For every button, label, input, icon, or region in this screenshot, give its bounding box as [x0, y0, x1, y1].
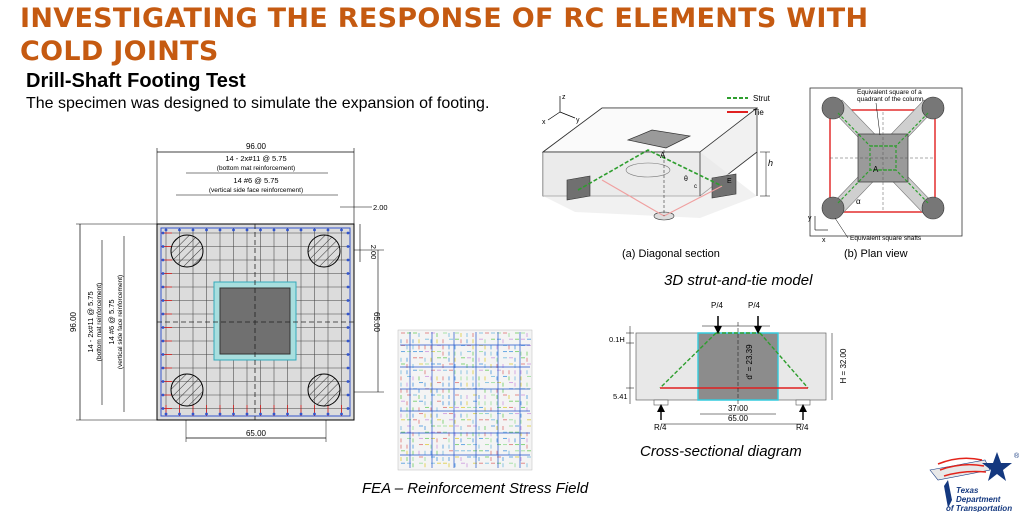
cs-strut-left — [659, 332, 717, 389]
load-left: P/4 — [711, 301, 724, 310]
drilled-shaft-bottom-right — [307, 373, 341, 407]
dim-edge: 2.00 — [373, 203, 388, 212]
left-label-bottom-mat: 14 - 2x#11 @ 5.75 — [86, 291, 95, 352]
logo-registered: ® — [1014, 452, 1020, 460]
label-side-face-sub: (vertical side face reinforcement) — [209, 187, 303, 194]
logo-line1: Texas — [956, 486, 979, 495]
caption-fea: FEA – Reinforcement Stress Field — [362, 480, 589, 497]
label-bottom-mat: 14 - 2x#11 @ 5.75 — [225, 154, 286, 163]
legend-tie: Tie — [753, 108, 764, 117]
plan-drawing: 96.00 14 - 2x#11 @ 5.75 (bottom mat rein… — [69, 142, 388, 442]
label-H: H = 32.00 — [839, 348, 848, 383]
dim-edge-vert: 2.00 — [369, 245, 378, 260]
drilled-shaft-top-left — [170, 234, 204, 268]
dim-inner: 37.00 — [728, 404, 749, 413]
label-side-face: 14 #6 @ 5.75 — [233, 176, 278, 185]
diag-label-angle: θ — [684, 176, 688, 183]
strut-tie-diagonal-section: z x y A E θ c h Strut Tie (a) Diagona — [541, 94, 773, 260]
axis-x: x — [542, 119, 546, 126]
cs-strut-right — [759, 332, 809, 389]
reaction-right: R/4 — [796, 423, 809, 432]
strut-tie-plan-view: A α Equivalent square of a quadrant of t… — [808, 87, 963, 260]
plan-label-alpha: α — [856, 197, 861, 206]
slide-title: INVESTIGATING THE RESPONSE OF RC ELEMENT… — [20, 2, 1010, 68]
diag-label-h: h — [768, 158, 773, 168]
slide-title-line2: COLD JOINTS — [20, 36, 219, 67]
fea-grid — [400, 332, 531, 468]
diagonal-section-caption: (a) Diagonal section — [622, 248, 720, 260]
label-bottom-mat-sub: (bottom mat reinforcement) — [217, 165, 295, 172]
plan-axis-y: y — [808, 215, 812, 222]
axis-y-diag: y — [576, 117, 580, 124]
reaction-left: R/4 — [654, 423, 667, 432]
description-text: The specimen was designed to simulate th… — [26, 95, 490, 112]
cross-section-diagram: P/4 P/4 0.1H 5.41 H = 32.00 d' = 23.39 R… — [609, 301, 848, 432]
diag-label-A: A — [660, 151, 666, 160]
caption-cross-section: Cross-sectional diagram — [640, 443, 802, 460]
txdot-logo: Texas Department of Transportation ® — [929, 452, 1020, 512]
fea-stress-field — [397, 329, 533, 471]
drilled-shaft-bottom-left — [170, 373, 204, 407]
left-label-side-face-sub: (vertical side face reinforcement) — [117, 275, 124, 369]
axis-z: z — [562, 94, 566, 101]
plan-label-A: A — [873, 165, 879, 174]
load-right: P/4 — [748, 301, 761, 310]
left-label-bottom-mat-sub: (bottom mat reinforcement) — [96, 283, 103, 361]
plan-note-top: Equivalent square of a — [857, 89, 922, 96]
label-01h: 0.1H — [609, 335, 625, 344]
dim-shaft-spacing: 65.00 — [246, 429, 267, 438]
drilled-shaft-top-right — [307, 234, 341, 268]
label-d: d' = 23.39 — [745, 344, 754, 380]
star-icon — [982, 452, 1012, 481]
plan-axis-x: x — [822, 237, 826, 244]
dim-shaft-spacing-vert: 65.00 — [372, 312, 381, 333]
caption-strut-tie-model: 3D strut-and-tie model — [664, 272, 813, 289]
logo-line3: of Transportation — [946, 504, 1012, 512]
plan-note-top-2: quadrant of the column — [857, 96, 924, 103]
diag-label-E: E — [727, 178, 732, 185]
dim-overall-left: 96.00 — [69, 311, 78, 332]
section-subtitle: Drill-Shaft Footing Test — [26, 70, 246, 92]
dim-outer: 65.00 — [728, 414, 749, 423]
strut-line-diagonal — [577, 149, 723, 191]
label-541: 5.41 — [613, 392, 628, 401]
plan-view-caption: (b) Plan view — [844, 248, 908, 260]
legend-strut: Strut — [753, 94, 771, 103]
left-label-side-face: 14 #6 @ 5.75 — [107, 299, 116, 344]
plan-tie-square — [829, 109, 936, 213]
dim-overall-top: 96.00 — [246, 142, 267, 151]
slide-title-line1: INVESTIGATING THE RESPONSE OF RC ELEMENT… — [20, 3, 869, 34]
plan-note-bottom: Equivalent square shafts — [850, 235, 922, 242]
logo-line2: Department — [956, 495, 1001, 504]
diag-label-c: c — [694, 184, 697, 190]
